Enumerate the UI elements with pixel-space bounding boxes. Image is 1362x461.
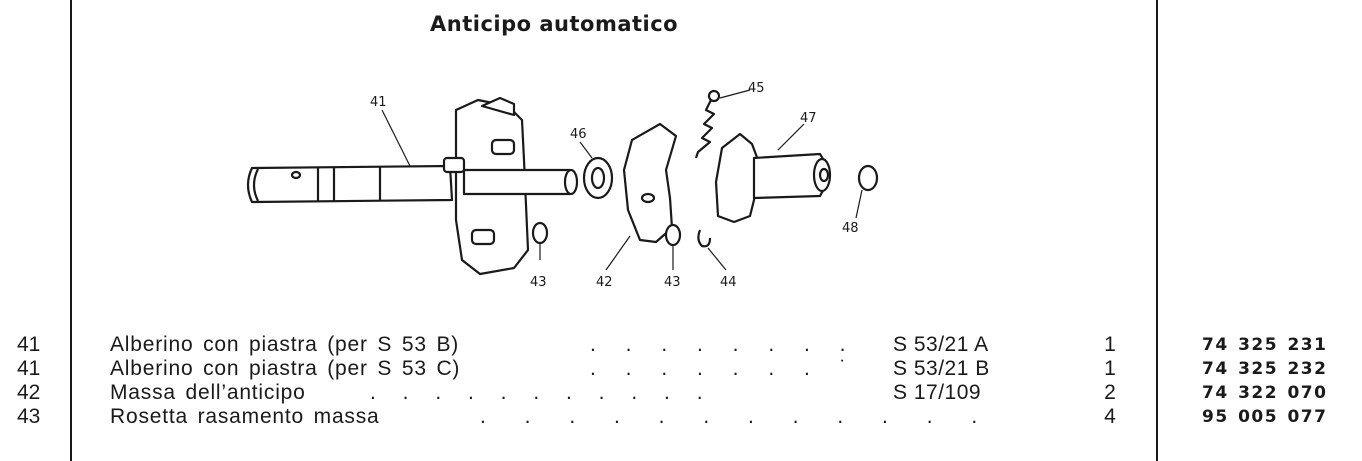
parts-row: 42 Massa dell’anticipo . . . . . . . . .…: [0, 381, 1362, 405]
parts-row: 41 Alberino con piastra (per S 53 C) . .…: [0, 357, 1362, 381]
part-description: Rosetta rasamento massa: [110, 405, 380, 428]
left-column-rule: [70, 0, 72, 461]
callout-47: 47: [800, 111, 817, 126]
parts-row: 43 Rosetta rasamento massa . . . . . . .…: [0, 405, 1362, 429]
quantity: 1: [1104, 333, 1116, 356]
callout-43-left: 43: [530, 275, 547, 290]
right-column-rule: [1156, 0, 1158, 461]
quantity: 4: [1104, 405, 1116, 428]
part-number: 95 005 077: [1202, 407, 1328, 427]
part-description: Alberino con piastra (per S 53 B): [110, 333, 460, 356]
part-description: Alberino con piastra (per S 53 C): [110, 357, 461, 380]
callout-48: 48: [842, 221, 859, 236]
cap-drawing: [857, 164, 879, 192]
flyweight-drawing: [622, 122, 678, 244]
spring-drawing: [694, 97, 716, 159]
ref-number: 41: [17, 357, 41, 380]
quantity: 2: [1104, 381, 1116, 404]
callout-43-middle: 43: [664, 275, 681, 290]
part-code: S 53/21 B: [893, 357, 990, 380]
part-number: 74 325 232: [1202, 359, 1328, 379]
part-code: S 17/109: [893, 381, 982, 404]
leader-dots: . . . . . . . . . . . .: [480, 405, 978, 428]
parts-row: 41 Alberino con piastra (per S 53 B) . .…: [0, 333, 1362, 357]
part-description: Massa dell’anticipo: [110, 381, 306, 404]
cam-drawing: [714, 132, 760, 224]
leader-dots: . . . . . . . ˙: [590, 357, 847, 380]
shaft-drawing: [246, 164, 454, 204]
callout-42: 42: [596, 275, 613, 290]
callout-44: 44: [720, 275, 737, 290]
leader-dots: . . . . . . . . . . .: [370, 381, 703, 404]
part-code: S 53/21 A: [893, 333, 989, 356]
exploded-parts-diagram: 41 46 45 47 48 43 42 43 44: [246, 81, 879, 290]
callout-41: 41: [370, 95, 387, 110]
part-number: 74 322 070: [1202, 383, 1328, 403]
callout-45: 45: [748, 81, 765, 96]
ref-number: 41: [17, 333, 41, 356]
ref-number: 42: [17, 381, 41, 404]
ref-number: 43: [17, 405, 41, 428]
quantity: 1: [1104, 357, 1116, 380]
leader-dots: . . . . . . . .: [590, 333, 846, 356]
callout-46: 46: [570, 127, 587, 142]
section-title: Anticipo automatico: [430, 12, 679, 36]
part-number: 74 325 231: [1202, 335, 1328, 355]
